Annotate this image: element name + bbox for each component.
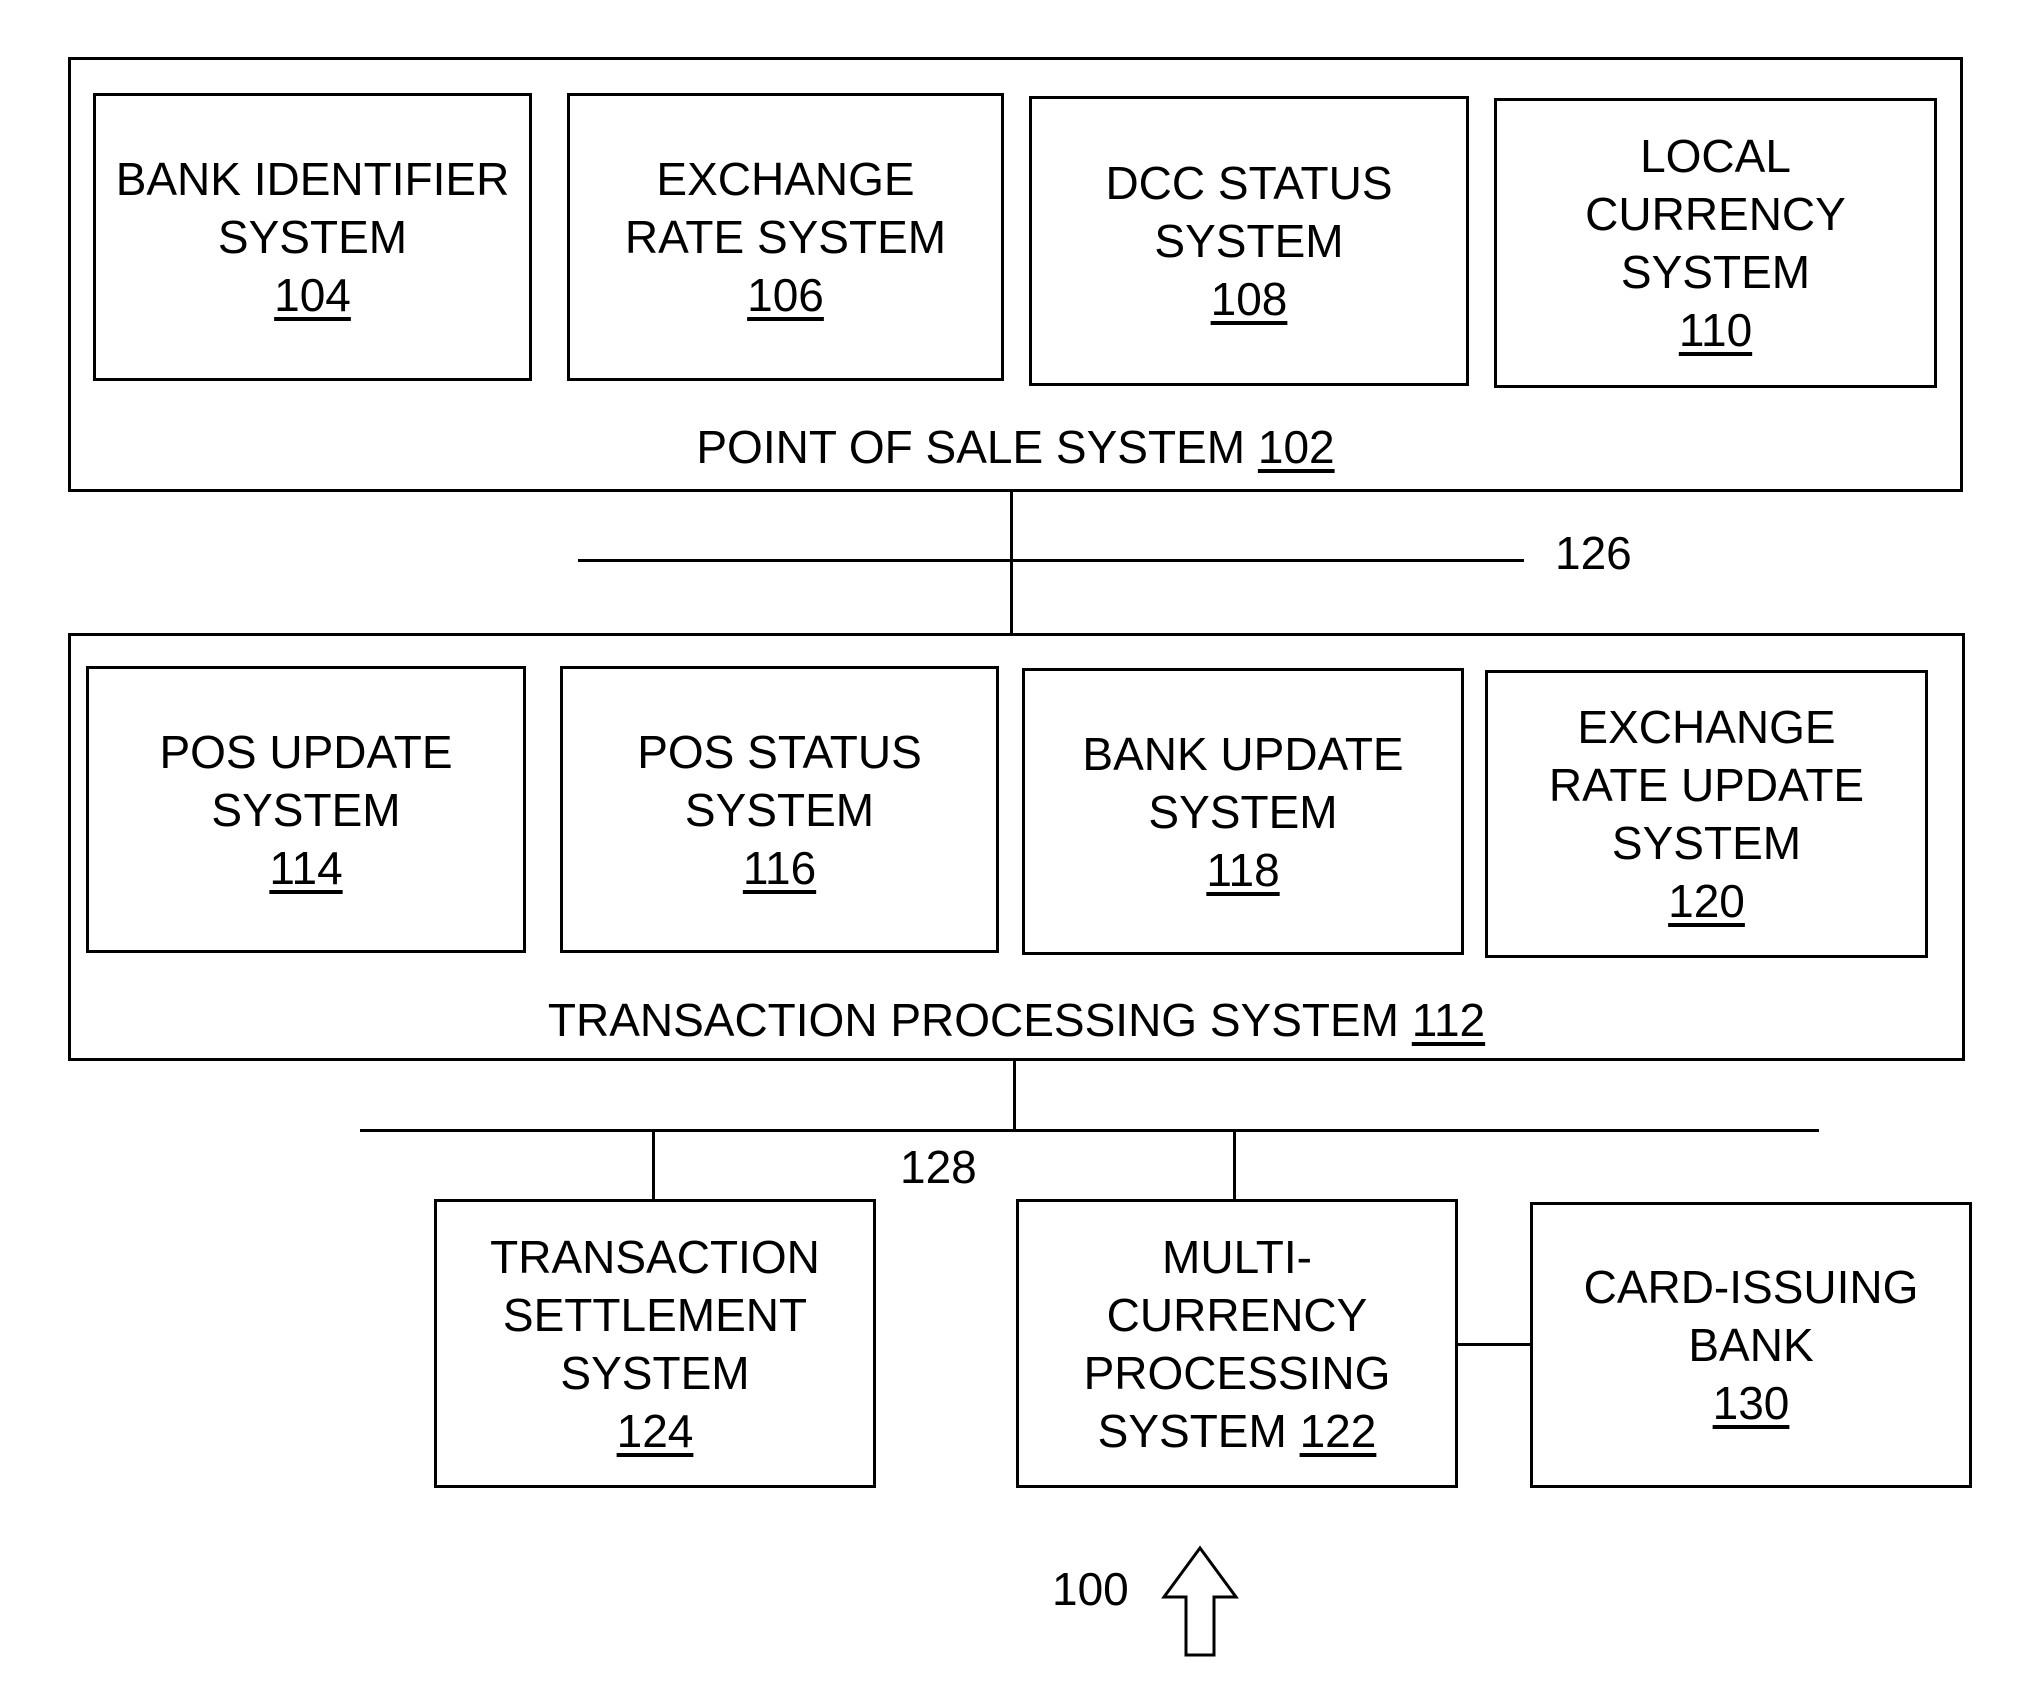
component-line: SETTLEMENT [503, 1286, 807, 1344]
exchange-rate-system: EXCHANGE RATE SYSTEM 106 [567, 93, 1004, 381]
pos-status-system: POS STATUS SYSTEM 116 [560, 666, 999, 953]
component-line: RATE UPDATE [1549, 756, 1864, 814]
component-line: CARD-ISSUING [1584, 1258, 1919, 1316]
figure-ref: 100 [1052, 1560, 1129, 1618]
settlement-connector [652, 1130, 655, 1200]
component-line: RATE SYSTEM [625, 208, 946, 266]
component-ref: 122 [1300, 1405, 1377, 1457]
component-line: SYSTEM [560, 1344, 749, 1402]
pos-to-network-connector [1010, 492, 1013, 634]
pos-system-caption: POINT OF SALE SYSTEM 102 [71, 418, 1960, 476]
component-line: LOCAL [1640, 127, 1791, 185]
component-line: SYSTEM [685, 781, 874, 839]
multi-currency-processing-system: MULTI- CURRENCY PROCESSING SYSTEM 122 [1016, 1199, 1458, 1488]
dcc-status-system: DCC STATUS SYSTEM 108 [1029, 96, 1469, 386]
bank-update-system: BANK UPDATE SYSTEM 118 [1022, 668, 1464, 955]
component-line: TRANSACTION [490, 1228, 820, 1286]
component-line: CURRENCY [1107, 1286, 1368, 1344]
network-126-ref: 126 [1555, 524, 1632, 582]
pos-update-system: POS UPDATE SYSTEM 114 [86, 666, 526, 953]
component-ref: 130 [1713, 1374, 1790, 1432]
component-line: EXCHANGE [1577, 698, 1835, 756]
transaction-to-network-connector [1013, 1061, 1016, 1130]
component-line: BANK [1688, 1316, 1813, 1374]
multi-currency-connector [1233, 1130, 1236, 1200]
multi-currency-to-bank-connector [1458, 1343, 1530, 1346]
transaction-settlement-system: TRANSACTION SETTLEMENT SYSTEM 124 [434, 1199, 876, 1488]
network-128-line [360, 1129, 1819, 1132]
local-currency-system: LOCAL CURRENCY SYSTEM 110 [1494, 98, 1937, 388]
component-line: MULTI- [1162, 1228, 1312, 1286]
component-ref: 106 [747, 266, 824, 324]
component-line: DCC STATUS [1105, 154, 1392, 212]
component-line: PROCESSING [1084, 1344, 1391, 1402]
component-ref: 110 [1679, 301, 1752, 359]
component-line: SYSTEM [1154, 212, 1343, 270]
transaction-system-ref: 112 [1412, 994, 1485, 1046]
component-line-with-ref: SYSTEM 122 [1098, 1402, 1377, 1460]
component-ref: 120 [1668, 872, 1745, 930]
network-126-line [578, 559, 1524, 562]
component-line: CURRENCY [1585, 185, 1846, 243]
pos-system-label: POINT OF SALE SYSTEM [696, 421, 1245, 473]
bank-identifier-system: BANK IDENTIFIER SYSTEM 104 [93, 93, 532, 381]
component-line: SYSTEM [1098, 1405, 1287, 1457]
component-ref: 108 [1211, 270, 1288, 328]
component-line: SYSTEM [1621, 243, 1810, 301]
component-line: SYSTEM [1148, 783, 1337, 841]
component-line: SYSTEM [211, 781, 400, 839]
component-line: SYSTEM [1612, 814, 1801, 872]
component-line: POS UPDATE [159, 723, 452, 781]
component-line: BANK UPDATE [1082, 725, 1403, 783]
up-arrow-icon [1160, 1545, 1240, 1660]
component-line: EXCHANGE [656, 150, 914, 208]
pos-system-ref: 102 [1258, 421, 1335, 473]
transaction-system-label: TRANSACTION PROCESSING SYSTEM [548, 994, 1399, 1046]
component-ref: 116 [743, 839, 816, 897]
component-line: SYSTEM [218, 208, 407, 266]
card-issuing-bank: CARD-ISSUING BANK 130 [1530, 1202, 1972, 1488]
component-line: BANK IDENTIFIER [116, 150, 510, 208]
component-ref: 104 [274, 266, 351, 324]
component-ref: 124 [617, 1402, 694, 1460]
exchange-rate-update-system: EXCHANGE RATE UPDATE SYSTEM 120 [1485, 670, 1928, 958]
component-ref: 118 [1206, 841, 1279, 899]
network-128-ref: 128 [900, 1138, 977, 1196]
component-ref: 114 [269, 839, 342, 897]
transaction-system-caption: TRANSACTION PROCESSING SYSTEM 112 [71, 991, 1962, 1049]
component-line: POS STATUS [637, 723, 922, 781]
